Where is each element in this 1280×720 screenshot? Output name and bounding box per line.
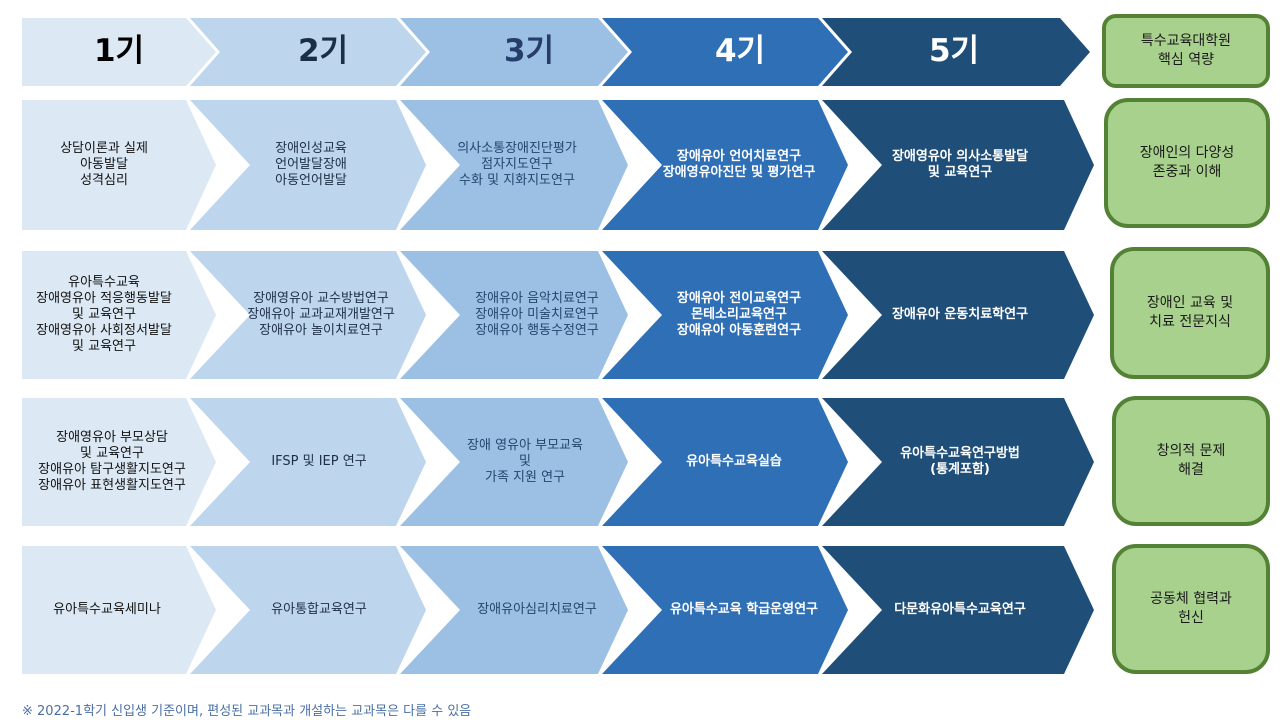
stage-4-header: 4기: [602, 18, 848, 86]
curriculum-row-4: 유아특수교육세미나 유아통합교육연구 장애유아심리치료연구 유아특수교육 학급운…: [0, 546, 1280, 674]
row-2-stage-5-courses: 장애유아 운동치료학연구: [891, 307, 1029, 323]
stage-3-header: 3기: [400, 18, 628, 86]
stage-1-header: 1기: [22, 18, 216, 86]
curriculum-row-3: 장애영유아 부모상담 및 교육연구 장애유아 탐구생활지도연구 장애유아 표현생…: [0, 398, 1280, 526]
stage-2-label: 2기: [297, 33, 349, 70]
stage-3-label: 3기: [503, 33, 555, 70]
row-4-stage-2-courses: 유아통합교육연구: [271, 602, 367, 618]
row-1-stage-3-courses: 의사소통장애진단평가 점자지도연구 수화 및 지화지도연구: [457, 141, 577, 188]
row-3-stage-2: IFSP 및 IEP 연구: [190, 398, 426, 526]
row-1-stage-3: 의사소통장애진단평가 점자지도연구 수화 및 지화지도연구: [400, 100, 628, 230]
row-3-stage-1-courses: 장애영유아 부모상담 및 교육연구 장애유아 탐구생활지도연구 장애유아 표현생…: [38, 430, 186, 493]
stage-5-header: 5기: [822, 18, 1090, 86]
footnote: ※ 2022-1학기 신입생 기준이며, 편성된 교과목과 개설하는 교과목은 …: [22, 704, 472, 719]
row-3-stage-2-courses: IFSP 및 IEP 연구: [271, 454, 367, 470]
row-4-stage-2: 유아통합교육연구: [190, 546, 426, 674]
row-4-stage-4: 유아특수교육 학급운영연구: [602, 546, 848, 674]
row-1-stage-4: 장애유아 언어치료연구 장애영유아진단 및 평가연구: [602, 100, 848, 230]
competency-4: 공동체 협력과 헌신: [1112, 544, 1270, 674]
row-3-stage-4-courses: 유아특수교육실습: [686, 454, 782, 470]
row-4-stage-1: 유아특수교육세미나: [22, 546, 216, 674]
row-4-stage-1-courses: 유아특수교육세미나: [53, 602, 161, 618]
row-1-stage-5-courses: 장애영유아 의사소통발달 및 교육연구: [891, 149, 1029, 180]
row-3-stage-1: 장애영유아 부모상담 및 교육연구 장애유아 탐구생활지도연구 장애유아 표현생…: [22, 398, 216, 526]
curriculum-row-2: 유아특수교육 장애영유아 적응행동발달 및 교육연구 장애영유아 사회정서발달 …: [0, 251, 1280, 379]
row-2-stage-4: 장애유아 전이교육연구 몬테소리교육연구 장애유아 아동훈련연구: [602, 251, 848, 379]
row-1-stage-1-courses: 상담이론과 실제 아동발달 성격심리: [60, 141, 148, 188]
row-2-stage-5: 장애유아 운동치료학연구: [822, 251, 1094, 379]
row-3-stage-5-courses: 유아특수교육연구방법 (통계포함): [900, 446, 1020, 477]
row-4-stage-5-courses: 다문화유아특수교육연구: [894, 602, 1026, 618]
row-1-stage-1: 상담이론과 실제 아동발달 성격심리: [22, 100, 216, 230]
stage-1-label: 1기: [93, 33, 145, 70]
row-3-stage-3: 장애 영유아 부모교육 및 가족 지원 연구: [400, 398, 628, 526]
row-1-stage-4-courses: 장애유아 언어치료연구 장애영유아진단 및 평가연구: [662, 149, 816, 180]
stage-4-label: 4기: [714, 33, 766, 70]
row-1-stage-2-courses: 장애인성교육 언어발달장애 아동언어발달: [275, 141, 347, 188]
row-1-stage-2: 장애인성교육 언어발달장애 아동언어발달: [190, 100, 426, 230]
row-3-stage-5: 유아특수교육연구방법 (통계포함): [822, 398, 1094, 526]
row-2-stage-2-courses: 장애영유아 교수방법연구 장애유아 교과교재개발연구 장애유아 놀이치료연구: [247, 291, 395, 338]
row-2-stage-2: 장애영유아 교수방법연구 장애유아 교과교재개발연구 장애유아 놀이치료연구: [190, 251, 426, 379]
row-4-stage-5: 다문화유아특수교육연구: [822, 546, 1094, 674]
row-2-stage-4-courses: 장애유아 전이교육연구 몬테소리교육연구 장애유아 아동훈련연구: [676, 291, 802, 338]
competency-1: 장애인의 다양성 존중과 이해: [1104, 98, 1270, 228]
row-2-stage-3: 장애유아 음악치료연구 장애유아 미술치료연구 장애유아 행동수정연구: [400, 251, 628, 379]
stage-2-header: 2기: [190, 18, 426, 86]
row-2-stage-1-courses: 유아특수교육 장애영유아 적응행동발달 및 교육연구 장애영유아 사회정서발달 …: [36, 275, 172, 354]
row-4-stage-3: 장애유아심리치료연구: [400, 546, 628, 674]
row-3-stage-4: 유아특수교육실습: [602, 398, 848, 526]
row-3-stage-3-courses: 장애 영유아 부모교육 및 가족 지원 연구: [467, 438, 583, 485]
stage-5-label: 5기: [928, 33, 980, 70]
stage-header-row: 1기 2기 3기 4기 5기: [0, 18, 1280, 86]
row-4-stage-4-courses: 유아특수교육 학급운영연구: [669, 602, 819, 618]
competency-header: 특수교육대학원 핵심 역량: [1102, 14, 1270, 88]
row-2-stage-3-courses: 장애유아 음악치료연구 장애유아 미술치료연구 장애유아 행동수정연구: [475, 291, 599, 338]
competency-3: 창의적 문제 해결: [1112, 396, 1270, 526]
row-4-stage-3-courses: 장애유아심리치료연구: [477, 602, 597, 618]
curriculum-row-1: 상담이론과 실제 아동발달 성격심리 장애인성교육 언어발달장애 아동언어발달 …: [0, 100, 1280, 230]
row-1-stage-5: 장애영유아 의사소통발달 및 교육연구: [822, 100, 1094, 230]
competency-2: 장애인 교육 및 치료 전문지식: [1110, 247, 1270, 379]
row-2-stage-1: 유아특수교육 장애영유아 적응행동발달 및 교육연구 장애영유아 사회정서발달 …: [22, 251, 216, 379]
